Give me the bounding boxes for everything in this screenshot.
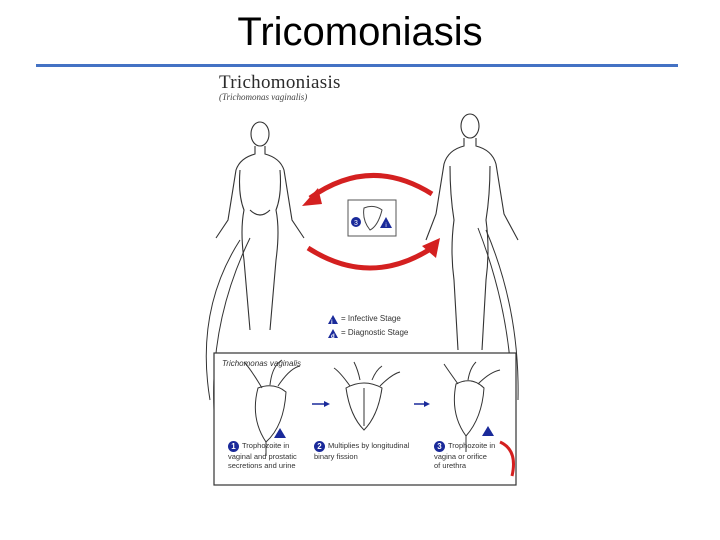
step-2-line1: Multiplies by longitudinal (328, 441, 410, 450)
step-1-line1: Trophozoite in (242, 441, 290, 450)
step-1-number: 1 (228, 441, 239, 452)
arrowhead-top (302, 188, 322, 206)
step3-infective-marker (482, 426, 494, 436)
step-3-line1: Trophozoite in (448, 441, 496, 450)
legend-infective: i = Infective Stage (328, 312, 408, 326)
female-figure (215, 121, 305, 331)
center-step-number: 3 (354, 220, 358, 227)
step-2-number: 2 (314, 441, 325, 452)
step-2-line2: binary fission (314, 452, 358, 461)
step-1-line2: vaginal and prostatic (228, 452, 297, 461)
step-3-line3: of urethra (434, 461, 467, 470)
arrowhead-bottom (422, 238, 440, 258)
stage-legend: i = Infective Stage d = Diagnostic Stage (328, 312, 408, 340)
transmission-arrow-bottom (306, 245, 434, 271)
step-1-line3: secretions and urine (228, 461, 296, 470)
legend-infective-label: = Infective Stage (341, 314, 401, 323)
figure-subtitle: (Trichomonas vaginalis) (219, 92, 308, 102)
return-arrow (499, 440, 515, 477)
step1-diagnostic-marker (274, 428, 286, 438)
title-underline (36, 64, 678, 67)
legend-diagnostic-label: = Diagnostic Stage (341, 328, 409, 337)
trophozoite-3 (443, 361, 501, 452)
center-marker-letter: i (385, 223, 386, 229)
slide-title: Tricomoniasis (237, 10, 483, 54)
trophozoite-1 (243, 359, 301, 456)
male-figure (425, 113, 519, 351)
figure-title: Trichomoniasis (219, 72, 341, 93)
transmission-arrow-top (308, 173, 434, 201)
legend-diagnostic: d = Diagnostic Stage (328, 326, 408, 340)
panel-title: Trichomonas vaginalis (222, 359, 301, 368)
dividing-trophozoite (333, 361, 401, 431)
bottom-panel (213, 352, 517, 486)
diagnostic-stage-icon: d (328, 328, 338, 340)
step-3-line2: vagina or orifice (434, 452, 487, 461)
step-3-number: 3 (434, 441, 445, 452)
life-cycle-diagram: 3 i (205, 113, 519, 486)
infective-stage-icon: i (328, 314, 338, 326)
center-step-circle (351, 217, 361, 227)
center-infective-marker (380, 217, 392, 228)
center-trophozoite (363, 205, 383, 231)
